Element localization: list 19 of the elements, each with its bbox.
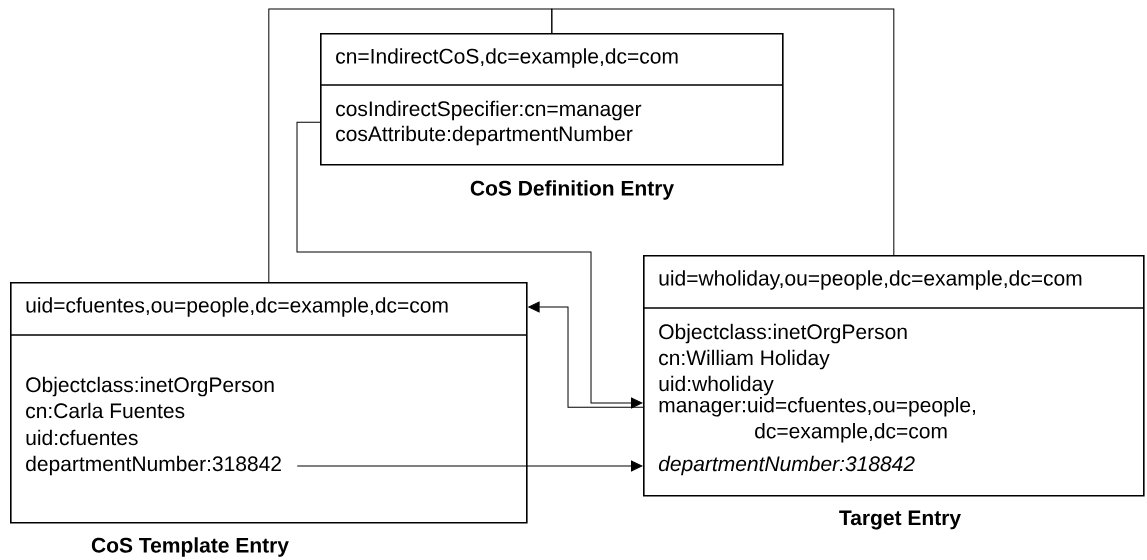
attribute-line: uid:wholiday <box>659 375 774 396</box>
attribute-line: cn:William Holiday <box>659 349 830 370</box>
connector-line <box>551 8 895 256</box>
entry-label: Target Entry <box>839 510 961 530</box>
connector-line <box>268 8 553 283</box>
arrow <box>528 301 644 408</box>
arrow <box>296 460 643 472</box>
attribute-line: manager:uid=cfuentes,ou=people, dc=example,dc=com <box>659 397 975 443</box>
attribute-line: Objectclass:inetOrgPerson <box>659 323 907 344</box>
attribute-line: cn:Carla Fuentes <box>26 402 185 419</box>
attribute-line: cosAttribute:departmentNumber <box>336 125 633 146</box>
attribute-line: Objectclass:inetOrgPerson <box>26 376 274 397</box>
attribute-line: uid:cfuentes <box>26 429 138 446</box>
entry-label: CoS Template Entry <box>91 537 289 557</box>
attribute-line: cosIndirectSpecifier:cn=manager <box>336 100 642 121</box>
arrow <box>296 121 643 409</box>
entry-label: CoS Definition Entry <box>470 180 674 200</box>
attribute-line: departmentNumber:318842 <box>658 455 915 476</box>
attribute-line: departmentNumber:318842 <box>26 455 281 476</box>
